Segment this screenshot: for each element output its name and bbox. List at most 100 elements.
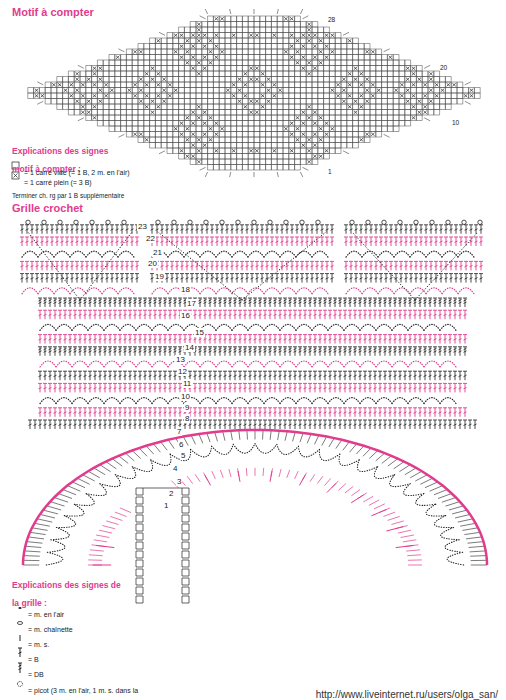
full-square-cross [14,174,18,178]
row-number: 23 [137,222,148,231]
row-number-holder: 23 [137,215,148,233]
row-number-holder: 22 [145,227,156,245]
legend-text: = 1 carré vide (= 1 B, 2 m. en l'air) [24,169,130,176]
legend-text: = m. s. [28,641,49,648]
chart-title-holder: Motif à compter [12,2,94,20]
legend-text-holder: = B [28,648,39,666]
note: Terminer ch. rg par 1 B supplémentaire [12,192,124,199]
row-number-holder: 14 [184,336,195,354]
row-number: 18 [180,285,191,294]
dome-stitches [23,430,487,565]
legend-text-holder: = DB [28,663,44,681]
legend-text: = B [28,656,39,663]
row-number-holder: 3 [176,470,182,488]
legend-text-holder: = 1 carré plein (= 3 B) [24,171,92,189]
row-number: 13 [175,355,186,364]
treble-crochet-symbol [18,663,22,673]
row-number: 8 [184,414,190,423]
stitch-rows-pink [20,237,483,417]
row-number: 1 [163,501,169,510]
row-number-holder: 20 [147,252,158,270]
row-number-holder: 2 [168,482,174,500]
row-number: 28 [328,16,335,23]
row-number-holder: 13 [175,348,186,366]
dome-chain-loops [46,444,464,566]
row-number-holder: 18 [180,278,191,296]
double-crochet-symbol [18,648,22,657]
row-number-holder: 20 [440,56,447,74]
row-number: 9 [184,403,190,412]
filled-squares [35,17,473,163]
chain-rows-pink [22,288,474,367]
row-number: 15 [194,328,205,337]
row-number: 4 [172,464,178,473]
row-number-holder: 28 [328,8,335,26]
legend-text-holder: = m. chaînette [28,618,73,636]
row-number-holder: 9 [184,396,190,414]
picots [26,220,482,224]
single-crochet-symbol [20,635,21,641]
legend-text: = m. chaînette [28,626,73,633]
watermark: http://www.liveinternet.ru/users/olga_sa… [316,689,498,700]
row-number-holder: 1 [328,160,332,178]
legend-text-holder: = m. s. [28,633,49,651]
row-number: 7 [176,427,182,436]
legend-text: = DB [28,671,44,678]
picot-symbol [18,682,23,687]
row-number-holder: 12 [177,360,188,378]
row-number: 16 [180,311,191,320]
row-number-holder: 1 [163,494,169,512]
row-number-holder: 10 [452,111,459,129]
row-number: 20 [147,259,158,268]
row-number: 17 [186,299,197,308]
legend-heading-holder: Explications des signes de la grille : [12,574,122,611]
dome-arc [23,430,487,565]
row-number-holder: 7 [176,420,182,438]
legend-text-holder: = picot (3 m. en l'air, 1 m. s. dans la … [28,679,146,700]
slip-stitch-symbol [17,622,22,625]
row-number-holder: 17 [186,292,197,310]
chain-rows [22,251,474,403]
row-number-holder: 10 [180,385,191,403]
legend-text-holder: = m. en l'air [28,603,64,621]
row-number-holder: 8 [184,407,190,425]
row-number: 14 [184,343,195,352]
fan-spokes [28,232,478,300]
row-number-holder: 5 [180,444,186,462]
row-number: 1 [328,168,332,175]
inner-stitches [88,468,422,565]
row-number: 10 [452,119,459,126]
row-number: 21 [152,248,163,257]
row-number: 20 [440,64,447,71]
row-number: 22 [145,234,156,243]
row-number: 11 [182,379,192,388]
row-number: 5 [180,451,186,460]
row-number: 6 [178,440,184,449]
chart-title: Motif à compter [12,6,94,18]
row-number: 2 [168,489,174,498]
row-number-holder: 4 [172,457,178,475]
legend-text: = picot (3 m. en l'air, 1 m. s. dans la … [28,687,138,700]
row-number-holder: 21 [152,241,163,259]
row-number: 3 [176,477,182,486]
row-number: 10 [180,392,191,401]
row-number: 19 [154,272,165,281]
chain-stem [136,488,189,603]
legend-text: = 1 carré plein (= 3 B) [24,179,92,186]
row-number-holder: 19 [154,265,165,283]
row-number: 12 [177,367,188,376]
watermark-holder: http://www.liveinternet.ru/users/olga_sa… [316,684,498,700]
row-number-holder: 16 [180,304,191,322]
stitch-rows [20,225,483,429]
section-heading-holder: Grille crochet [12,198,83,216]
legend-text: = m. en l'air [28,611,64,618]
row-number-holder: 6 [178,433,184,451]
note-holder: Terminer ch. rg par 1 B supplémentaire [12,184,124,202]
section-heading: Grille crochet [12,202,83,214]
row-number-holder: 11 [182,372,192,390]
row-number-holder: 15 [194,321,205,339]
legend-heading: Explications des signes de la grille : [12,580,121,608]
